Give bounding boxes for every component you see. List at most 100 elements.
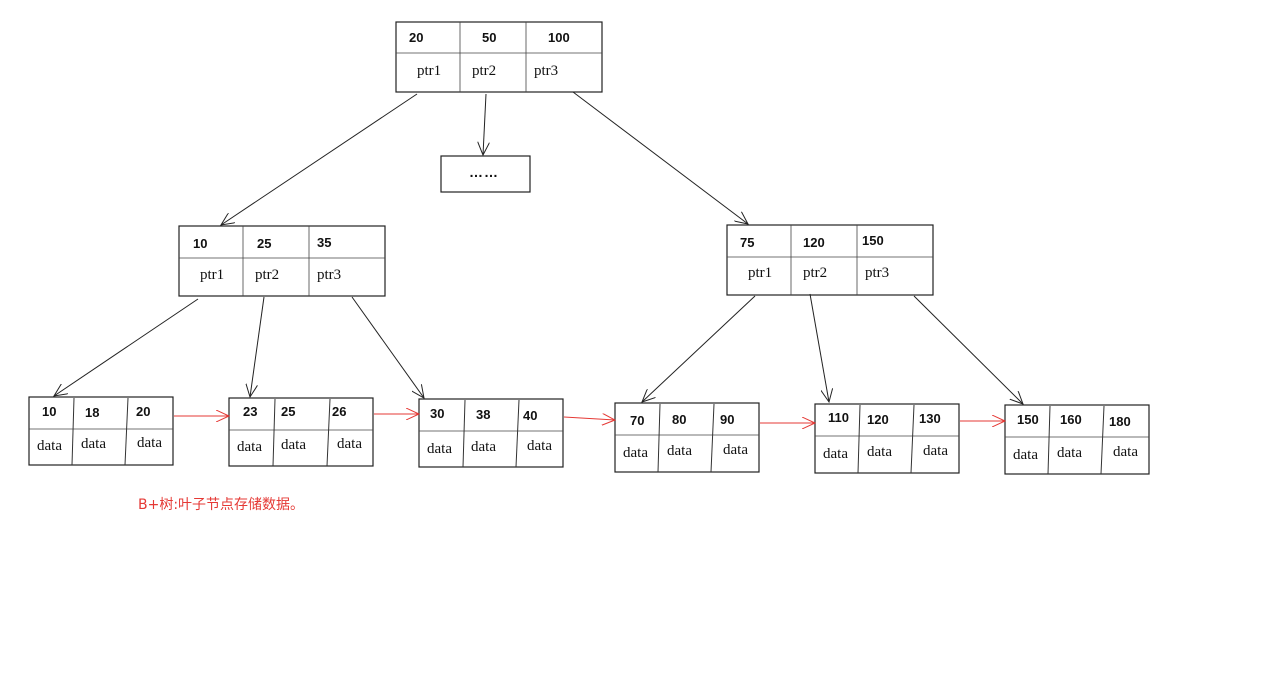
pointer-arrow — [483, 93, 486, 155]
leaf-key: 150 — [1017, 412, 1039, 427]
internal-key: 150 — [862, 233, 884, 248]
internal-key: 120 — [803, 235, 825, 250]
leaf-key: 20 — [136, 404, 150, 419]
leaf-data: data — [337, 436, 362, 452]
leaf-node: 10 18 20 data data data — [28, 396, 174, 466]
pointer-arrow — [54, 298, 199, 396]
leaf-node-box — [28, 396, 174, 466]
internal-node-box — [726, 224, 934, 296]
internal-node-box — [178, 225, 386, 297]
root-node-box — [395, 21, 603, 93]
leaf-node-box — [228, 397, 374, 467]
leaf-data: data — [723, 442, 748, 458]
leaf-data: data — [471, 439, 496, 455]
pointer-arrow — [351, 296, 424, 398]
leaf-data: data — [1057, 445, 1082, 461]
root-ptr: ptr1 — [417, 63, 441, 79]
leaf-node: 110 120 130 data data data — [814, 403, 960, 474]
leaf-data: data — [1013, 447, 1038, 463]
leaf-node-divider — [710, 403, 715, 473]
leaf-node-box — [814, 403, 960, 474]
leaf-link-arrows — [174, 414, 1005, 423]
pointer-arrow — [642, 295, 756, 402]
leaf-key: 90 — [720, 412, 734, 427]
leaf-key: 25 — [281, 404, 295, 419]
leaf-node-divider — [71, 397, 75, 466]
internal-ptr: ptr1 — [748, 265, 772, 281]
leaf-key: 23 — [243, 404, 257, 419]
root-key: 20 — [409, 30, 423, 45]
leaf-key: 40 — [523, 408, 537, 423]
leaf-key: 26 — [332, 404, 346, 419]
pointer-arrow — [221, 93, 418, 225]
ellipsis-node-box — [440, 155, 531, 193]
root-ptr: ptr2 — [472, 63, 496, 79]
leaf-key: 80 — [672, 412, 686, 427]
leaf-key: 38 — [476, 407, 490, 422]
internal-key: 25 — [257, 236, 271, 251]
leaf-data: data — [823, 446, 848, 462]
leaf-node-box — [418, 398, 564, 468]
leaf-data: data — [137, 435, 162, 451]
internal-node-left: 10 25 35 ptr1 ptr2 ptr3 — [178, 225, 386, 297]
leaf-node-divider — [272, 398, 276, 467]
internal-ptr: ptr3 — [317, 267, 341, 283]
pointer-arrows — [54, 91, 1023, 404]
leaf-data: data — [81, 436, 106, 452]
leaf-key: 130 — [919, 411, 941, 426]
diagram-caption: B+树:叶子节点存储数据。 — [138, 497, 305, 513]
leaf-data: data — [527, 438, 552, 454]
internal-ptr: ptr2 — [803, 265, 827, 281]
leaf-key: 10 — [42, 404, 56, 419]
pointer-arrow — [913, 295, 1023, 404]
root-ptr: ptr3 — [534, 63, 558, 79]
internal-ptr: ptr2 — [255, 267, 279, 283]
leaf-data: data — [427, 441, 452, 457]
leaf-node-divider — [515, 399, 520, 468]
leaf-key: 70 — [630, 413, 644, 428]
leaf-data: data — [923, 443, 948, 459]
leaf-node-divider — [1047, 405, 1051, 475]
pointer-arrow — [809, 293, 829, 402]
leaf-data: data — [37, 438, 62, 454]
ellipsis-text: …… — [469, 164, 499, 180]
internal-key: 75 — [740, 235, 754, 250]
leaf-node-divider — [910, 404, 915, 474]
leaf-key: 160 — [1060, 412, 1082, 427]
internal-ptr: ptr3 — [865, 265, 889, 281]
leaf-node-divider — [462, 399, 466, 468]
root-node: 20 50 100 ptr1 ptr2 ptr3 — [395, 21, 603, 93]
leaf-data: data — [623, 445, 648, 461]
leaf-data: data — [1113, 444, 1138, 460]
leaf-key: 30 — [430, 406, 444, 421]
leaf-node-divider — [124, 397, 129, 466]
pointer-arrow — [572, 91, 748, 224]
leaf-node: 70 80 90 data data data — [614, 402, 760, 473]
leaf-node-divider — [857, 404, 861, 474]
leaf-node: 30 38 40 data data data — [418, 398, 564, 468]
pointer-arrow — [250, 296, 265, 397]
leaf-data: data — [237, 439, 262, 455]
internal-key: 10 — [193, 236, 207, 251]
root-key: 50 — [482, 30, 496, 45]
internal-ptr: ptr1 — [200, 267, 224, 283]
leaf-data: data — [281, 437, 306, 453]
leaf-key: 120 — [867, 412, 889, 427]
leaf-key: 180 — [1109, 414, 1131, 429]
leaf-node: 23 25 26 data data data — [228, 397, 374, 467]
leaf-node-divider — [1100, 405, 1105, 475]
leaf-data: data — [867, 444, 892, 460]
leaf-data: data — [667, 443, 692, 459]
internal-node-right: 75 120 150 ptr1 ptr2 ptr3 — [726, 224, 934, 296]
leaf-node: 150 160 180 data data data — [1004, 404, 1150, 475]
leaf-key: 110 — [828, 410, 849, 425]
leaf-link-arrow — [563, 417, 615, 420]
ellipsis-node: …… — [440, 155, 531, 193]
root-key: 100 — [548, 30, 570, 45]
internal-key: 35 — [317, 235, 331, 250]
leaf-node-divider — [326, 398, 331, 467]
leaf-node-divider — [657, 403, 661, 473]
leaf-node-box — [614, 402, 760, 473]
leaf-node-box — [1004, 404, 1150, 475]
